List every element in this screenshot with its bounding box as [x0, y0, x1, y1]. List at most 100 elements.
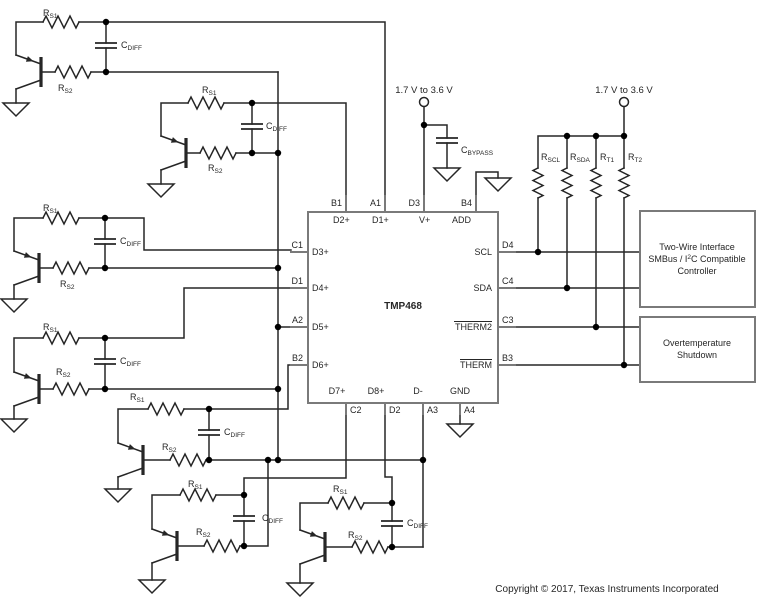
ic-name: TMP468	[384, 301, 422, 312]
pin-inner-d6p: D6+	[312, 360, 329, 370]
resistor-rs2-6	[203, 539, 241, 553]
circuit6-wires	[151, 414, 347, 581]
pin-inner-d8p: D8+	[368, 386, 385, 396]
label-cdiff: CDIFF	[120, 236, 141, 248]
label-rt1: RT1	[600, 152, 614, 164]
pin-outer-b1: B1	[331, 198, 342, 208]
bjt-6	[151, 528, 180, 564]
pin-outer-d1: D1	[291, 276, 303, 286]
interface-lines	[513, 251, 641, 366]
bjt-1	[15, 54, 44, 90]
resistor-rs1-3	[42, 211, 80, 225]
pin-outer-a3: A3	[427, 405, 438, 415]
resistor-rs1-2	[187, 96, 225, 110]
ground-icon	[484, 177, 512, 192]
pin-outer-a4: A4	[464, 405, 475, 415]
pin-inner-d1p: D1+	[372, 215, 389, 225]
pin-inner-d4p: D4+	[312, 283, 329, 293]
label-rs1: RS1	[43, 203, 58, 215]
component-labels: RS1 RS1 RS1 RS1 RS1 RS1 RS1 RS2 RS2 RS2 …	[43, 8, 642, 542]
controller-line3: Controller	[677, 266, 716, 276]
pin-inner-sda: SDA	[473, 283, 492, 293]
pin-outer-a2: A2	[292, 315, 303, 325]
resistor-rs2-2	[199, 146, 237, 160]
capacitor-cdiff-7	[380, 520, 404, 527]
bjt-7	[299, 529, 328, 565]
ground-icon	[0, 298, 28, 313]
ground-icon	[147, 183, 175, 198]
label-rs2: RS2	[60, 279, 75, 291]
label-rs1: RS1	[202, 85, 217, 97]
ground-icon	[2, 102, 30, 117]
label-cdiff: CDIFF	[224, 427, 245, 439]
pin-outer-c1: C1	[291, 240, 303, 250]
label-rscl: RSCL	[541, 152, 561, 164]
pullup-net	[537, 105, 625, 366]
supply-label-left: 1.7 V to 3.6 V	[395, 85, 453, 96]
pin-inner-d3p: D3+	[312, 247, 329, 257]
pin-inner-add: ADD	[452, 215, 472, 225]
label-rs1: RS1	[130, 392, 145, 404]
ground-icon	[104, 488, 132, 503]
pin-inner-vp: V+	[419, 215, 430, 225]
pin-outer-c4: C4	[502, 276, 514, 286]
ground-icon	[138, 579, 166, 594]
pin-inner-d5p: D5+	[312, 322, 329, 332]
supply-label-right: 1.7 V to 3.6 V	[595, 85, 653, 96]
resistor-rt2	[618, 167, 630, 199]
pin-inner-d2p: D2+	[333, 215, 350, 225]
pin-inner-dminus: D-	[413, 386, 423, 396]
pin-inner-gnd: GND	[450, 386, 471, 396]
ic-pin-stubs	[290, 195, 516, 415]
capacitor-cdiff-4	[93, 358, 117, 365]
shutdown-line1: Overtemperature	[663, 338, 731, 348]
ic-pin-labels: B1 A1 D3 B4 D2+ D1+ V+ ADD C1 D1 A2 B2 D…	[291, 198, 513, 415]
vplus-net	[423, 105, 448, 197]
label-cdiff: CDIFF	[266, 121, 287, 133]
ground-icon	[433, 167, 461, 182]
controller-box-text: Two-Wire Interface SMBus / I2C Compatibl…	[648, 242, 745, 276]
ground-icon	[0, 418, 28, 433]
circuit2-wires	[160, 102, 347, 197]
resistor-rs1-4	[42, 331, 80, 345]
pin-inner-therm: THERM	[460, 360, 492, 370]
bjt-2	[160, 135, 189, 171]
controller-line2: SMBus / I2C Compatible	[648, 254, 745, 264]
pin-outer-d4: D4	[502, 240, 514, 250]
label-cdiff: CDIFF	[262, 513, 283, 525]
capacitor-cdiff-6	[232, 515, 256, 522]
junction-dots	[101, 18, 628, 551]
label-cbypass: CBYPASS	[461, 145, 494, 157]
resistor-rs1-7	[327, 496, 365, 510]
circuit1-wires	[15, 21, 386, 197]
supply-labels: 1.7 V to 3.6 V 1.7 V to 3.6 V	[395, 85, 653, 96]
label-rs1: RS1	[43, 322, 58, 334]
active-low-overlines	[454, 321, 492, 360]
resistor-rt1	[590, 167, 602, 199]
ground-icon	[446, 423, 474, 438]
resistor-rsda	[561, 167, 573, 199]
pin-outer-b3: B3	[502, 353, 513, 363]
resistor-rs2-1	[54, 65, 92, 79]
supply-terminal-icon	[618, 96, 630, 108]
label-rs1: RS1	[43, 8, 58, 20]
label-rs2: RS2	[348, 530, 363, 542]
label-rs1: RS1	[188, 479, 203, 491]
pin-outer-c3: C3	[502, 315, 514, 325]
capacitor-cdiff-1	[94, 42, 118, 49]
resistor-rs2-3	[52, 261, 90, 275]
label-rs2: RS2	[56, 367, 71, 379]
shutdown-box-text: Overtemperature Shutdown	[663, 338, 731, 360]
pin-inner-d7p: D7+	[329, 386, 346, 396]
shutdown-line2: Shutdown	[677, 350, 717, 360]
circuit7-wires	[299, 414, 424, 584]
label-rs2: RS2	[208, 163, 223, 175]
resistor-rs2-7	[351, 540, 389, 554]
label-rs2: RS2	[58, 83, 73, 95]
label-cdiff: CDIFF	[121, 40, 142, 52]
shutdown-box	[639, 316, 756, 383]
pin-inner-therm2: THERM2	[455, 322, 492, 332]
supply-terminal-icon	[418, 96, 430, 108]
pin-outer-a1: A1	[370, 198, 381, 208]
resistor-rscl	[532, 167, 544, 199]
